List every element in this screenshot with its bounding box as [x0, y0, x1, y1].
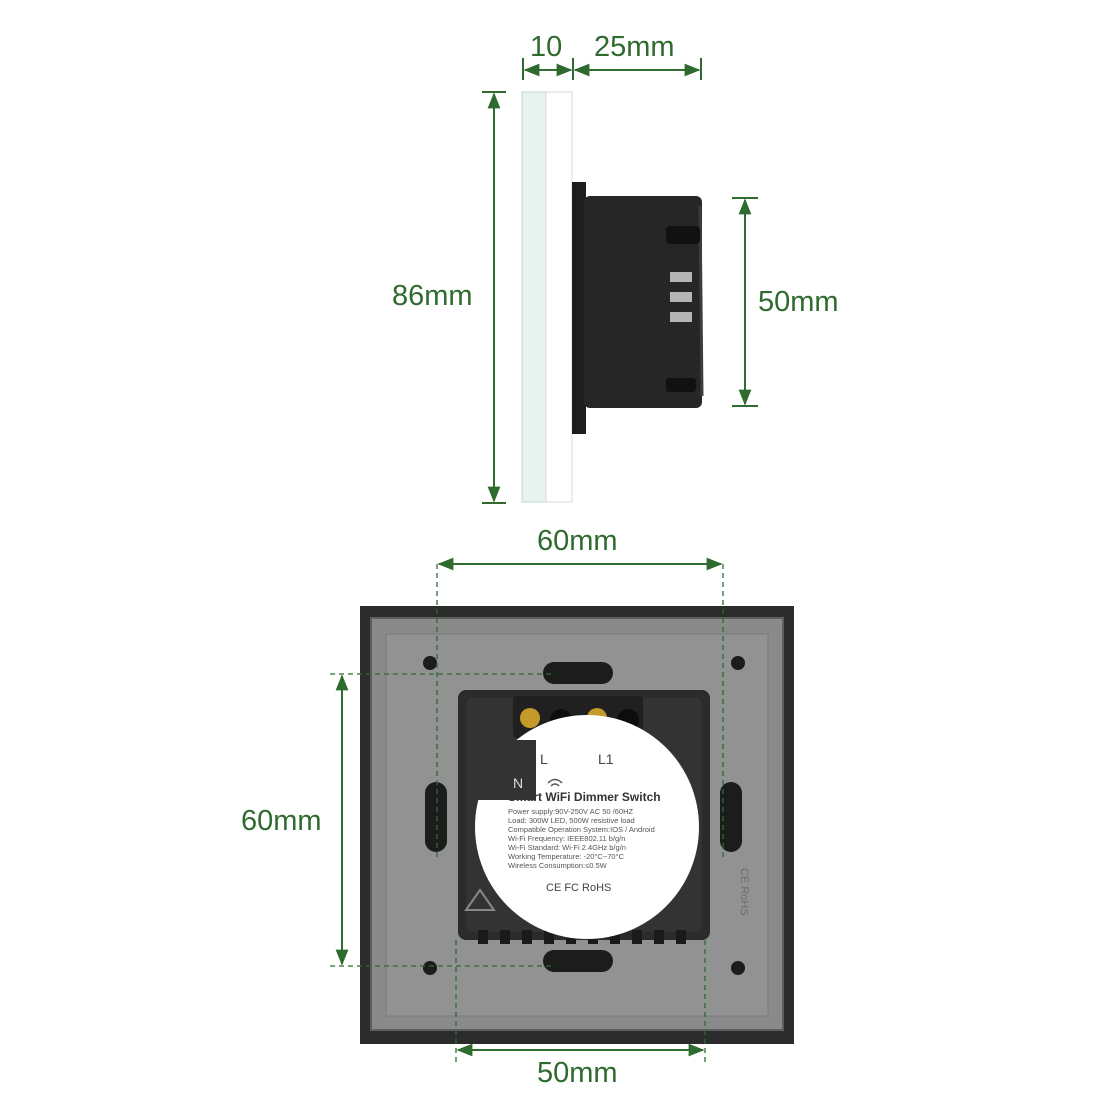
mounting-slot — [720, 782, 742, 852]
screw-hole — [423, 961, 437, 975]
terminal-pin — [670, 312, 692, 322]
spec-line: Power supply:90V-250V AC 50 /60HZ — [508, 807, 633, 816]
mounting-slot — [425, 782, 447, 852]
spec-line: Compatible Operation System:IOS / Androi… — [508, 825, 655, 834]
spec-line: Working Temperature: -20°C~70°C — [508, 852, 625, 861]
height-label: 86mm — [392, 280, 473, 312]
frame-mark: CE RoHS — [738, 868, 750, 916]
certification-marks: CE FC RoHS — [546, 882, 611, 894]
spec-line: Wi-Fi Frequency: IEEE802.11 b/g/n — [508, 834, 625, 843]
recycle-icon — [464, 888, 496, 911]
module-flange — [572, 182, 586, 434]
mounting-slot — [543, 662, 613, 684]
spec-line: Load: 300W LED, 500W resistive load — [508, 816, 635, 825]
terminal-pin — [670, 272, 692, 282]
back-view: L L1 N Smart WiFi Dimmer Switch Power su… — [330, 557, 794, 1062]
module-width-label: 50mm — [537, 1057, 618, 1089]
mount-width-label: 60mm — [537, 525, 618, 557]
glass-thickness-label: 10 — [530, 31, 563, 63]
screw-terminal — [520, 708, 540, 728]
screw-hole — [731, 656, 745, 670]
mounting-slot — [543, 950, 613, 972]
label-title: Smart WiFi Dimmer Switch — [508, 790, 661, 804]
back-plate — [545, 91, 573, 503]
side-view — [482, 58, 758, 504]
spec-line: Wi-Fi Standard: Wi-Fi 2.4GHz b/g/n — [508, 843, 626, 852]
terminal-l1-label: L1 — [598, 751, 614, 767]
terminal-pin — [670, 292, 692, 302]
terminal-l-label: L — [540, 751, 548, 767]
terminal-n-label: N — [513, 775, 523, 791]
module-body — [584, 196, 702, 408]
body-height-label: 50mm — [758, 286, 839, 318]
spec-line: Wireless Consumption:≤0.5W — [508, 861, 608, 870]
body-depth-label: 25mm — [594, 31, 675, 63]
screw-hole — [423, 656, 437, 670]
mount-height-label: 60mm — [241, 805, 322, 837]
wifi-icon — [547, 778, 563, 784]
glass-panel — [521, 91, 547, 503]
screw-hole — [731, 961, 745, 975]
